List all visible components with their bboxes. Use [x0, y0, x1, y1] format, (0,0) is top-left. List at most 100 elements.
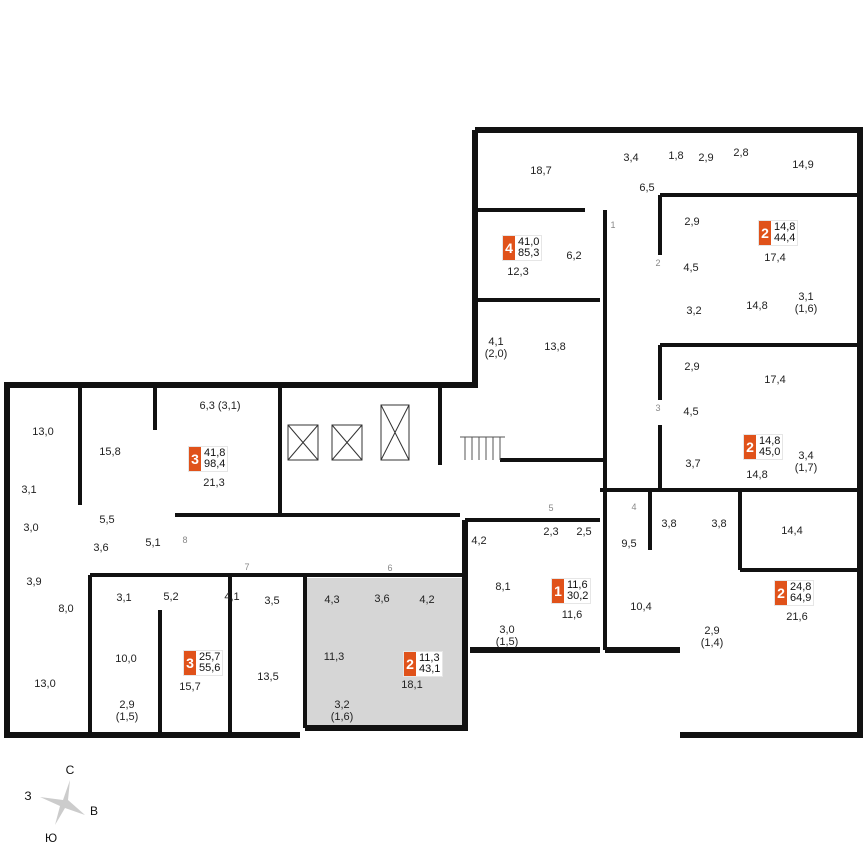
- room-area-label: 4,1 (2,0): [484, 336, 508, 360]
- room-area-label: 2,5: [576, 526, 592, 538]
- total-area: 30,2: [567, 590, 589, 602]
- room-area-label: 3,6: [374, 593, 390, 605]
- room-area-label: 2,9: [684, 216, 700, 228]
- room-area-label: 11,3: [323, 651, 345, 663]
- room-area-label: 18,7: [530, 165, 552, 177]
- room-area-label: 2,9 (1,5): [115, 699, 139, 723]
- room-area-label: 4,5: [683, 406, 699, 418]
- entrance-marker-4: 4: [631, 502, 637, 512]
- total-area: 55,6: [199, 662, 221, 674]
- room-area-label: 11,6: [561, 609, 583, 621]
- room-area-label: 13,0: [34, 678, 56, 690]
- room-area-label: 13,0: [32, 426, 54, 438]
- total-area: 43,1: [419, 663, 441, 675]
- room-area-label: 17,4: [764, 374, 786, 386]
- room-area-label: 3,8: [711, 518, 727, 530]
- room-area-label: 2,9 (1,4): [700, 625, 724, 649]
- compass-east-label: В: [89, 804, 99, 818]
- room-area-label: 17,4: [764, 252, 786, 264]
- room-area-label: 3,4: [623, 152, 639, 164]
- room-area-label: 3,1 (1,6): [794, 291, 818, 315]
- living-area: 25,7: [199, 651, 221, 663]
- living-area: 11,6: [567, 579, 588, 591]
- total-area: 45,0: [759, 446, 781, 458]
- room-area-label: 3,4 (1,7): [794, 450, 818, 474]
- room-area-label: 1,8: [668, 150, 684, 162]
- room-count: 2: [744, 435, 756, 459]
- stairs: [460, 436, 505, 460]
- living-area: 14,8: [759, 435, 781, 447]
- compass: [40, 780, 85, 825]
- room-area-label: 21,6: [786, 611, 808, 623]
- living-area: 41,0: [518, 236, 540, 248]
- room-area-label: 10,4: [630, 601, 652, 613]
- room-area-label: 3,0 (1,5): [495, 624, 519, 648]
- living-area: 14,8: [774, 221, 796, 233]
- room-area-label: 9,5: [621, 538, 637, 550]
- room-area-label: 13,5: [257, 671, 279, 683]
- room-area-label: 5,1: [145, 537, 161, 549]
- room-count: 4: [503, 236, 515, 260]
- room-area-label: 21,3: [203, 477, 225, 489]
- room-count: 1: [552, 579, 564, 603]
- total-area: 98,4: [204, 458, 226, 470]
- room-area-label: 3,2 (1,6): [330, 699, 354, 723]
- room-area-label: 3,1: [116, 592, 132, 604]
- compass-south-label: Ю: [44, 831, 58, 845]
- room-area-label: 3,7: [685, 458, 701, 470]
- room-count: 2: [775, 581, 787, 605]
- room-area-label: 3,1: [21, 484, 37, 496]
- room-area-label: 3,6: [93, 542, 109, 554]
- living-area: 41,8: [204, 447, 226, 459]
- room-area-label: 3,9: [26, 576, 42, 588]
- total-area: 85,3: [518, 247, 540, 259]
- room-area-label: 4,2: [471, 535, 487, 547]
- elevator-shafts: [287, 404, 410, 461]
- entrance-marker-1: 1: [610, 220, 616, 230]
- room-area-label: 15,8: [99, 446, 121, 458]
- room-area-label: 8,1: [495, 581, 511, 593]
- entrance-marker-5: 5: [548, 503, 554, 513]
- living-area: 11,3: [419, 652, 440, 664]
- room-area-label: 14,8: [746, 300, 768, 312]
- compass-north-label: С: [65, 763, 75, 777]
- room-area-label: 6,2: [566, 250, 582, 262]
- compass-west-label: З: [24, 789, 32, 803]
- room-area-label: 3,5: [264, 595, 280, 607]
- room-area-label: 12,3: [507, 266, 529, 278]
- room-area-label: 2,8: [733, 147, 749, 159]
- entrance-marker-7: 7: [244, 562, 250, 572]
- room-area-label: 6,5: [639, 182, 655, 194]
- room-area-label: 6,3 (3,1): [199, 400, 241, 412]
- room-area-label: 8,0: [58, 603, 74, 615]
- room-area-label: 15,7: [179, 681, 201, 693]
- room-area-label: 18,1: [401, 679, 423, 691]
- entrance-marker-2: 2: [655, 258, 661, 268]
- room-area-label: 5,2: [163, 591, 179, 603]
- room-area-label: 14,9: [792, 159, 814, 171]
- room-area-label: 10,0: [115, 653, 137, 665]
- total-area: 64,9: [790, 592, 812, 604]
- total-area: 44,4: [774, 232, 796, 244]
- interior-walls: [78, 193, 860, 735]
- room-count: 2: [759, 221, 771, 245]
- room-area-label: 3,0: [23, 522, 39, 534]
- entrance-marker-3: 3: [655, 403, 661, 413]
- room-count: 3: [184, 651, 196, 675]
- entrance-marker-8: 8: [182, 535, 188, 545]
- room-count: 3: [189, 447, 201, 471]
- room-area-label: 4,3: [324, 594, 340, 606]
- room-area-label: 4,1: [224, 591, 240, 603]
- room-area-label: 2,3: [543, 526, 559, 538]
- room-area-label: 4,5: [683, 262, 699, 274]
- room-area-label: 4,2: [419, 594, 435, 606]
